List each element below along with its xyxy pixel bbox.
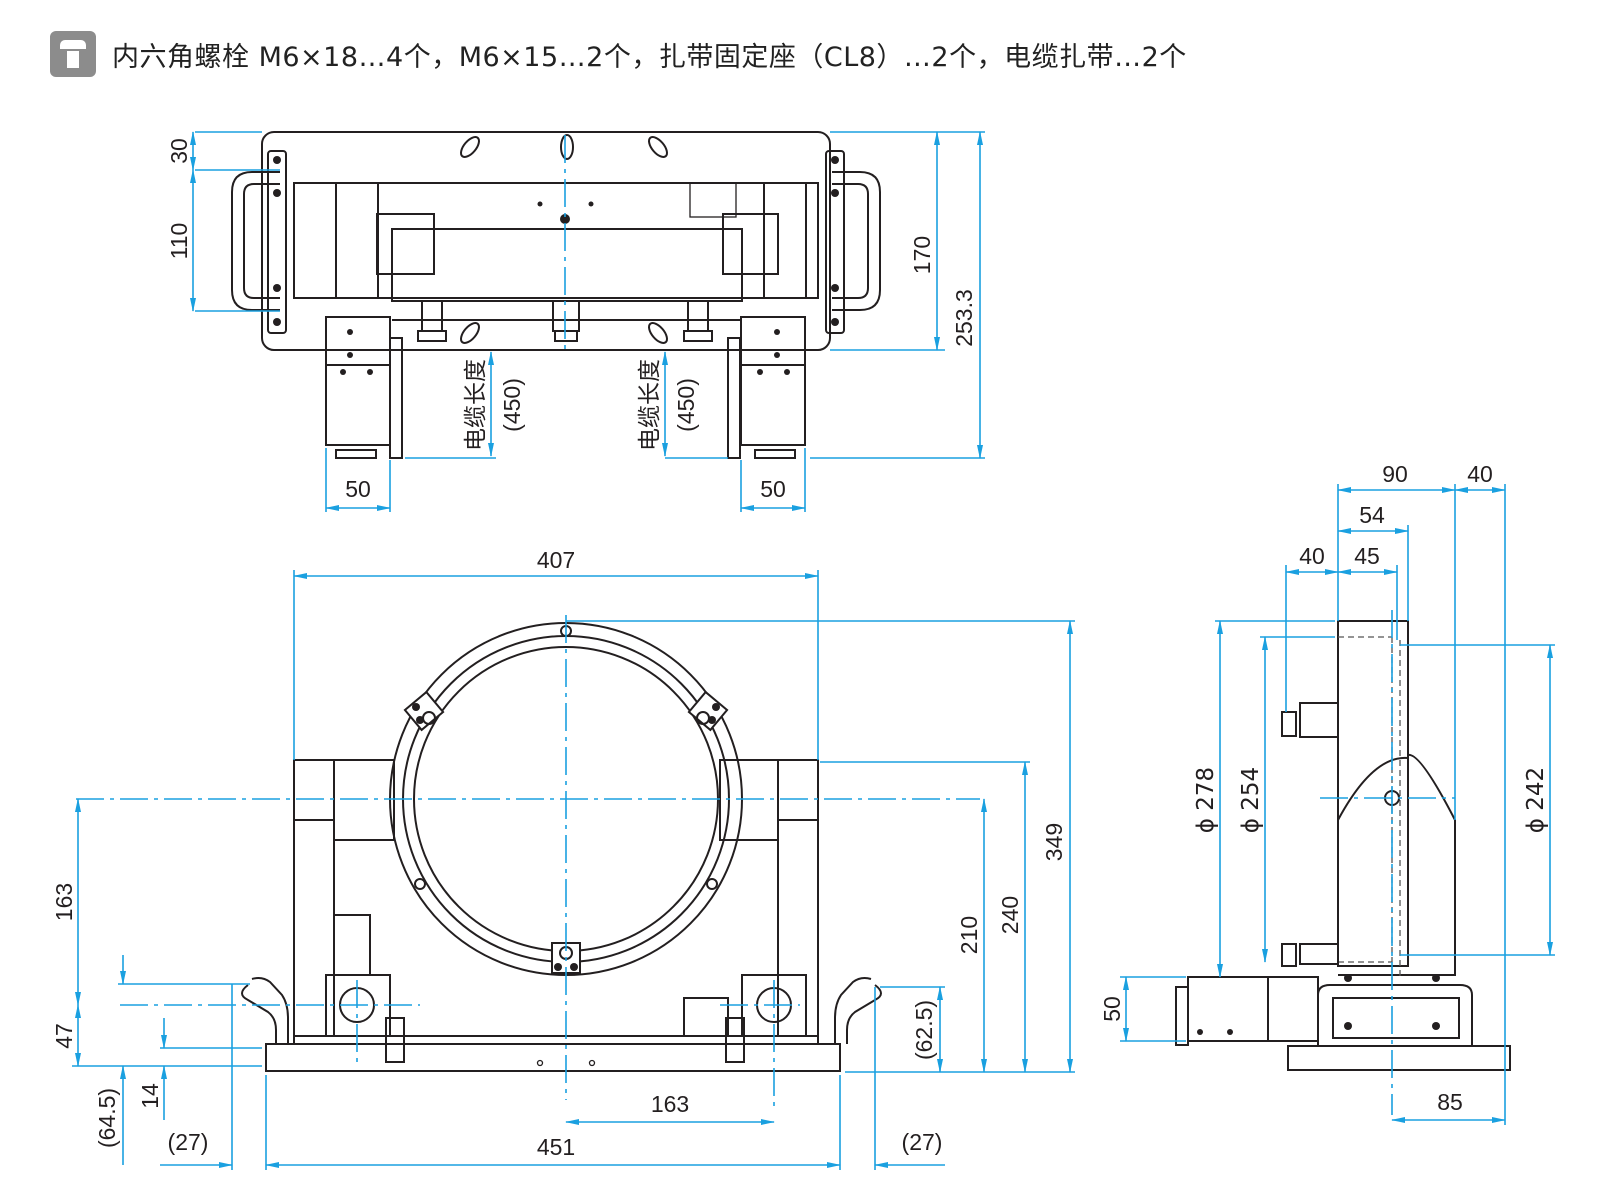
- dim-253-3: 253.3: [951, 289, 977, 347]
- dim-40-left: 40: [1299, 543, 1325, 569]
- dim-27-left: (27): [168, 1129, 209, 1155]
- dim-349: 349: [1041, 823, 1067, 861]
- dim-54: 54: [1359, 502, 1385, 528]
- dim-85: 85: [1437, 1089, 1463, 1115]
- dim-64-5: (64.5): [94, 1088, 120, 1148]
- front-view: 407 349 240 210 (62.5) 163 47 (64.5) 14: [51, 547, 1075, 1170]
- dim-407: 407: [537, 547, 575, 573]
- left-handle: [231, 150, 287, 334]
- cable-length-value-left: (450): [499, 378, 525, 432]
- dim-451: 451: [537, 1134, 575, 1160]
- cable-length-label-left: 电缆长度: [463, 359, 489, 451]
- side-view: 90 40 54 40 45 ϕ 278 ϕ 254 ϕ 242 50 85: [1099, 461, 1555, 1125]
- dim-14: 14: [137, 1083, 163, 1109]
- side-base: [1287, 1045, 1511, 1071]
- dim-50-right: 50: [760, 476, 786, 502]
- dim-phi-278: ϕ 278: [1193, 767, 1219, 833]
- dim-phi-254: ϕ 254: [1238, 767, 1264, 833]
- right-handle: [825, 150, 881, 334]
- right-motor: [727, 316, 806, 459]
- dim-50-side: 50: [1099, 996, 1125, 1022]
- cable-length-label-right: 电缆长度: [637, 359, 663, 451]
- dim-110: 110: [166, 223, 192, 260]
- parts-list-text: 内六角螺栓 M6×18…4个，M6×15…2个，扎带固定座（CL8）…2个，电缆…: [112, 41, 1187, 73]
- cable-length-value-right: (450): [673, 378, 699, 432]
- dim-62-5: (62.5): [911, 1000, 937, 1060]
- dim-163-vertical: 163: [51, 883, 77, 921]
- front-base: [265, 1043, 841, 1072]
- dim-phi-242: ϕ 242: [1523, 767, 1549, 833]
- dim-47: 47: [51, 1023, 77, 1049]
- dim-45: 45: [1354, 543, 1380, 569]
- dim-30: 30: [166, 138, 192, 164]
- dim-163-horizontal: 163: [651, 1091, 689, 1117]
- top-view: 30 110 170 253.3 电缆长度 (450) 电缆长度 (450) 5…: [166, 131, 985, 512]
- dim-40-top: 40: [1467, 461, 1493, 487]
- dim-170: 170: [909, 236, 935, 274]
- dim-90: 90: [1382, 461, 1408, 487]
- parts-list-header: 内六角螺栓 M6×18…4个，M6×15…2个，扎带固定座（CL8）…2个，电缆…: [50, 30, 1187, 78]
- dim-240: 240: [997, 896, 1023, 934]
- base-plate-outline: [261, 131, 831, 351]
- left-motor: [325, 316, 403, 459]
- dim-50-left: 50: [345, 476, 371, 502]
- hex-bolt-icon: [50, 31, 96, 77]
- cross-beam: [391, 228, 743, 302]
- dim-210: 210: [956, 916, 982, 954]
- dim-27-right: (27): [902, 1129, 943, 1155]
- mounting-slots: [460, 134, 668, 344]
